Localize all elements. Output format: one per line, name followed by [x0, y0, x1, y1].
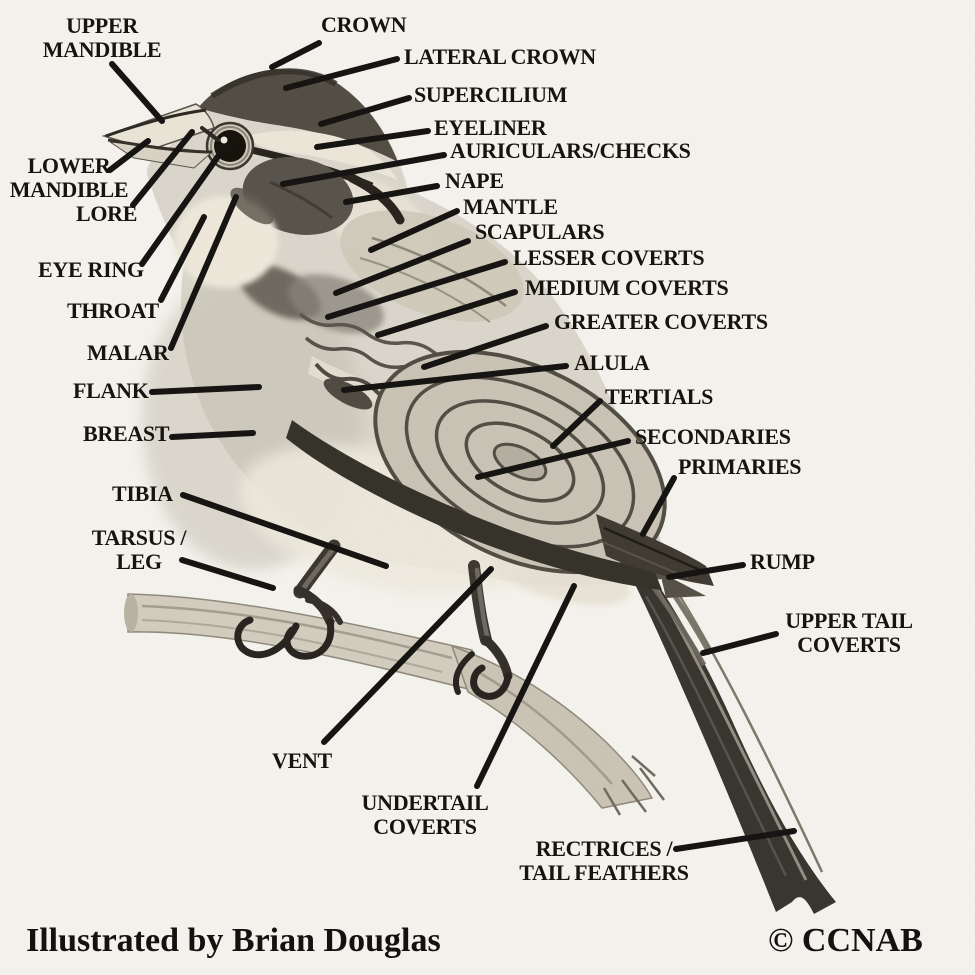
label-mantle: MANTLE: [463, 194, 558, 219]
label-vent: VENT: [272, 748, 332, 773]
copyright-notice: © CCNAB: [768, 922, 923, 959]
label-secondaries: SECONDARIES: [635, 424, 791, 449]
label-eye-ring: EYE RING: [38, 257, 144, 282]
label-lower-mandible: LOWER MANDIBLE: [9, 153, 129, 202]
label-malar: MALAR: [87, 340, 169, 365]
label-flank: FLANK: [73, 378, 149, 403]
label-upper-tail-coverts: UPPER TAIL COVERTS: [785, 608, 913, 657]
label-crown: CROWN: [321, 12, 407, 37]
label-greater-coverts: GREATER COVERTS: [554, 309, 768, 334]
label-tertials: TERTIALS: [605, 384, 714, 409]
label-auriculars-checks: AURICULARS/CHECKS: [450, 138, 691, 163]
artist-credit: Illustrated by Brian Douglas: [26, 922, 441, 959]
label-lore: LORE: [76, 201, 138, 226]
label-rectrices-tail-feathers: RECTRICES / TAIL FEATHERS: [519, 836, 689, 885]
label-primaries: PRIMARIES: [678, 454, 802, 479]
label-scapulars: SCAPULARS: [475, 219, 605, 244]
label-tarsus-leg: TARSUS / LEG: [91, 525, 187, 574]
label-nape: NAPE: [445, 168, 504, 193]
label-rump: RUMP: [750, 549, 815, 574]
label-medium-coverts: MEDIUM COVERTS: [525, 275, 729, 300]
label-lesser-coverts: LESSER COVERTS: [513, 245, 705, 270]
label-eyeliner: EYELINER: [434, 115, 547, 140]
label-lateral-crown: LATERAL CROWN: [404, 44, 596, 69]
label-supercilium: SUPERCILIUM: [414, 82, 568, 107]
label-throat: THROAT: [67, 298, 159, 323]
label-tibia: TIBIA: [112, 481, 173, 506]
label-breast: BREAST: [83, 421, 170, 446]
label-upper-mandible: UPPER MANDIBLE: [42, 13, 162, 62]
label-undertail-coverts: UNDERTAIL COVERTS: [361, 790, 489, 839]
label-alula: ALULA: [574, 350, 650, 375]
